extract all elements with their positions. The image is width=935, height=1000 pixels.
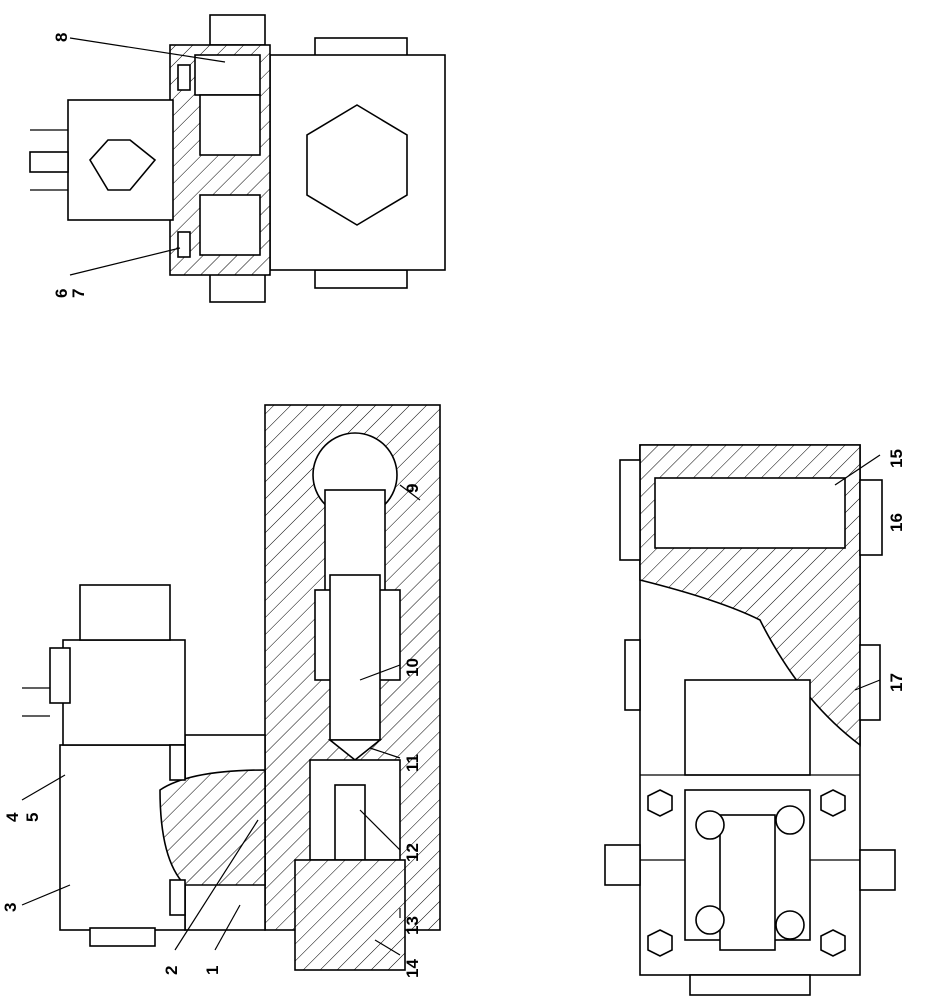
- label-13: 13: [403, 916, 422, 935]
- side-section-view: [22, 404, 441, 971]
- label-4: 4: [3, 812, 22, 822]
- label-14: 14: [403, 959, 422, 978]
- leader-lines: [21, 37, 881, 956]
- label-9: 9: [403, 484, 422, 493]
- label-6: 6: [52, 289, 71, 298]
- label-7: 7: [69, 289, 88, 298]
- top-view: [29, 14, 446, 303]
- label-1: 1: [203, 966, 222, 975]
- hex-nut-icon: [306, 104, 408, 226]
- label-17: 17: [887, 673, 906, 692]
- label-5: 5: [23, 813, 42, 822]
- label-3: 3: [1, 903, 20, 912]
- label-10: 10: [403, 658, 422, 677]
- bottom-right-view: [604, 444, 896, 996]
- label-8: 8: [52, 33, 71, 42]
- label-16: 16: [887, 513, 906, 532]
- label-11: 11: [403, 754, 422, 772]
- label-12: 12: [403, 843, 422, 862]
- label-2: 2: [162, 966, 181, 975]
- part-labels: 8 6 7 4 5 3 2 1 14 13 12 11 10 9 15 16 1…: [1, 33, 906, 978]
- label-15: 15: [887, 449, 906, 468]
